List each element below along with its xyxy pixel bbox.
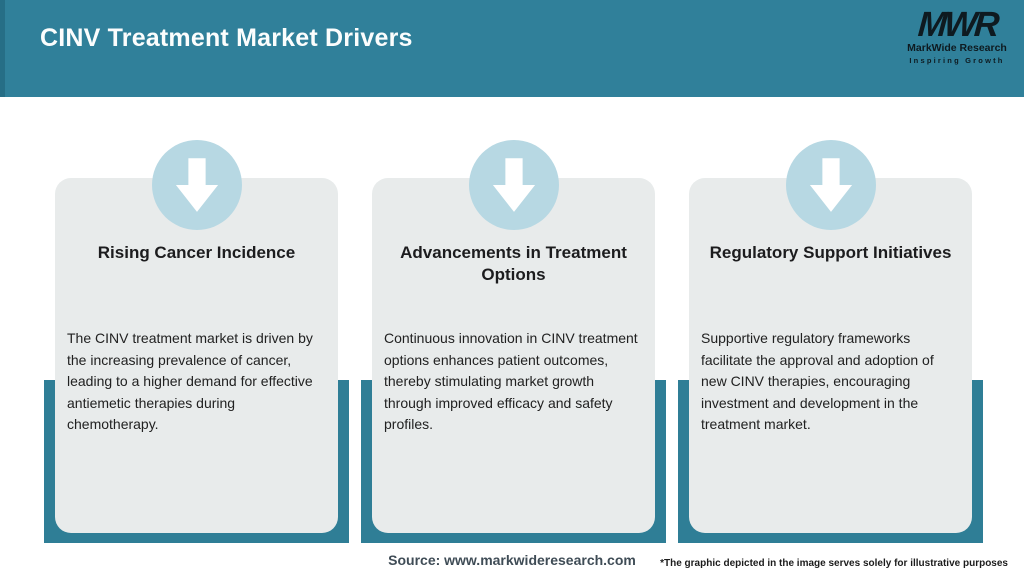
logo-name: MarkWide Research [907,42,1007,54]
arrow-badge [786,140,876,230]
header-left-edge [0,0,5,97]
card-body: Continuous innovation in CINV treatment … [384,330,638,432]
down-arrow-icon [809,158,853,212]
source-text: Source: www.markwideresearch.com [388,552,636,568]
logo-acronym: MWR [916,5,998,44]
card-title: Rising Cancer Incidence [97,243,296,262]
driver-card-advancements-in-treatment-options: Advancements in Treatment Options Contin… [372,178,655,533]
card-body: Supportive regulatory frameworks facilit… [701,330,934,432]
down-arrow-icon [175,158,219,212]
header-bar: CINV Treatment Market Drivers MWR MarkWi… [0,0,1024,97]
card-title: Regulatory Support Initiatives [709,243,952,262]
driver-card-rising-cancer-incidence: Rising Cancer Incidence The CINV treatme… [55,178,338,533]
card-title: Advancements in Treatment Options [400,243,627,284]
arrow-badge [469,140,559,230]
page-title: CINV Treatment Market Drivers [40,24,413,52]
arrow-badge [152,140,242,230]
brand-logo: MWR MarkWide Research Inspiring Growth [902,5,1012,65]
card-body: The CINV treatment market is driven by t… [67,330,313,432]
driver-card-regulatory-support-initiatives: Regulatory Support Initiatives Supportiv… [689,178,972,533]
down-arrow-icon [492,158,536,212]
logo-tagline: Inspiring Growth [909,56,1005,65]
disclaimer-text: *The graphic depicted in the image serve… [660,558,1008,569]
